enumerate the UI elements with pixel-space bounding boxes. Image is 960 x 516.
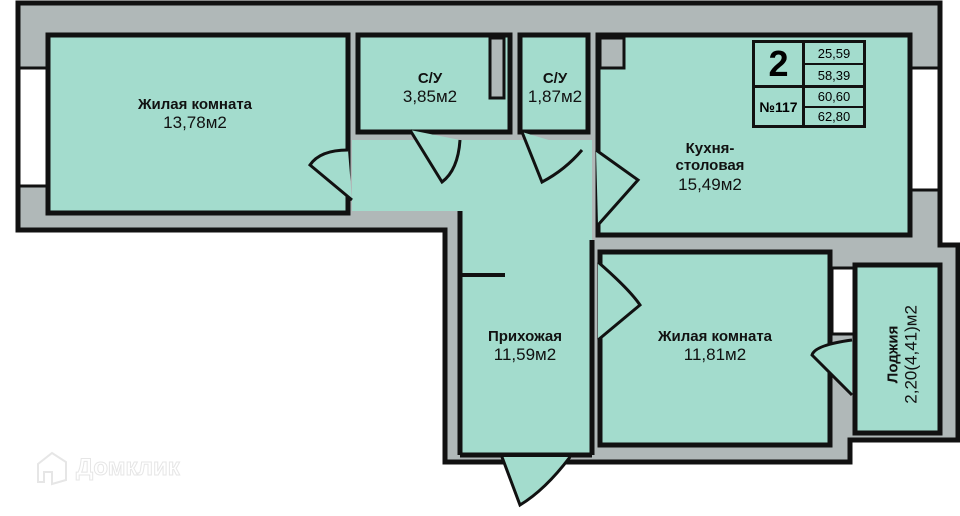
door-living1[interactable] — [308, 148, 353, 202]
room-area: 3,85м2 — [402, 87, 458, 107]
room-hallway — [352, 140, 592, 453]
room-name: Кухня- — [685, 140, 735, 157]
area-value: 62,80 — [817, 108, 851, 124]
door-kitchen[interactable] — [595, 148, 641, 226]
apartment-info-box: 2 25,59 58,39 №117 60,60 62,80 — [752, 40, 866, 128]
window-left — [17, 66, 49, 188]
room-name: Прихожая — [487, 328, 562, 345]
label-living1: Жилая комната 13,78м2 — [110, 96, 280, 133]
room-area: 11,59м2 — [493, 345, 557, 365]
room-name: Жилая комната — [657, 328, 773, 345]
room-bath1 — [355, 32, 513, 135]
room-name: столовая — [675, 157, 745, 175]
area-values-top: 25,59 58,39 — [805, 43, 863, 88]
apartment-number: №117 — [755, 88, 805, 125]
door-loggia[interactable] — [810, 338, 854, 397]
entrance-door[interactable] — [500, 456, 572, 508]
room-living1 — [45, 32, 351, 216]
label-bath2: С/У 1,87м2 — [510, 70, 600, 107]
label-kitchen: Кухня- столовая 15,49м2 — [650, 140, 770, 194]
label-hallway: Прихожая 11,59м2 — [465, 328, 585, 365]
door-bath1[interactable] — [408, 129, 462, 185]
room-name: С/У — [542, 70, 568, 87]
door-bath2[interactable] — [520, 131, 584, 185]
room-area: 13,78м2 — [163, 113, 227, 133]
domclick-logo-icon — [37, 451, 67, 486]
window-loggia — [830, 266, 856, 336]
rooms-count: 2 — [755, 43, 805, 88]
room-area: 15,49м2 — [678, 174, 742, 194]
room-name: Жилая комната — [137, 96, 253, 113]
area-values-bottom: 60,60 62,80 — [805, 88, 863, 125]
area-value: 60,60 — [805, 88, 863, 108]
label-bath1: С/У 3,85м2 — [380, 70, 480, 107]
area-value: 58,39 — [817, 67, 851, 83]
label-loggia: Лоджия 2,20(4,41)м2 — [885, 279, 922, 429]
room-bath2 — [517, 32, 591, 135]
room-name: Лоджия — [884, 325, 902, 384]
label-living2: Жилая комната 11,81м2 — [630, 328, 800, 365]
room-area: 2,20(4,41)м2 — [901, 305, 921, 404]
watermark-text: Домклик — [76, 454, 181, 482]
room-loggia — [852, 262, 943, 436]
door-living2[interactable] — [597, 260, 642, 342]
area-value: 25,59 — [805, 43, 863, 65]
room-name: С/У — [417, 70, 443, 87]
room-area: 11,81м2 — [683, 345, 747, 365]
watermark: Домклик — [34, 450, 180, 486]
window-kitchen — [909, 66, 941, 192]
room-area: 1,87м2 — [527, 87, 583, 107]
